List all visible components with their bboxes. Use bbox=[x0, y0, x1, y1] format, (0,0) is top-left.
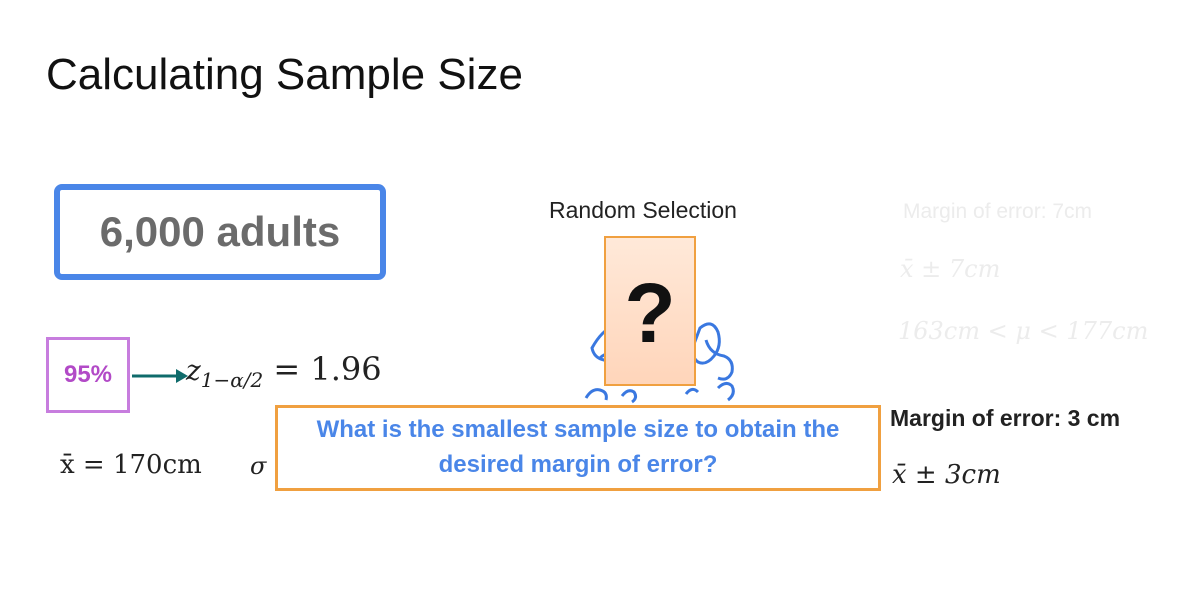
confidence-level-box: 95% bbox=[46, 337, 130, 413]
population-box: 6,000 adults bbox=[54, 184, 386, 280]
random-selection-label: Random Selection bbox=[549, 197, 737, 223]
z-symbol: z bbox=[186, 354, 201, 387]
faded-range: 163cm < μ < 177cm bbox=[898, 317, 1149, 345]
slide-title: Calculating Sample Size bbox=[46, 50, 523, 99]
z-score-equation: z1−α/2 = 1.96 bbox=[186, 350, 382, 392]
z-subscript: 1−α/2 bbox=[200, 368, 264, 392]
unknown-sample-card: ? bbox=[604, 236, 696, 386]
target-margin-label: Margin of error: 3 cm bbox=[890, 405, 1121, 431]
question-line-1: What is the smallest sample size to obta… bbox=[316, 416, 840, 444]
question-mark-icon: ? bbox=[624, 266, 676, 360]
question-line-2: desired margin of error? bbox=[438, 451, 718, 478]
population-label: 6,000 adults bbox=[99, 208, 341, 255]
faded-interval: x̄ ± 7cm bbox=[900, 255, 1001, 283]
confidence-level: 95% bbox=[63, 361, 113, 388]
question-box: What is the smallest sample size to obta… bbox=[275, 405, 881, 491]
sigma-symbol: σ bbox=[250, 452, 267, 480]
z-value: = 1.96 bbox=[273, 350, 382, 388]
sample-mean: x̄ = 170cm bbox=[60, 450, 202, 480]
target-interval: x̄ ± 3cm bbox=[892, 460, 1001, 490]
question-text: What is the smallest sample size to obta… bbox=[317, 413, 840, 483]
arrow-right-icon bbox=[132, 369, 188, 383]
faded-margin-label: Margin of error: 7cm bbox=[903, 200, 1093, 223]
